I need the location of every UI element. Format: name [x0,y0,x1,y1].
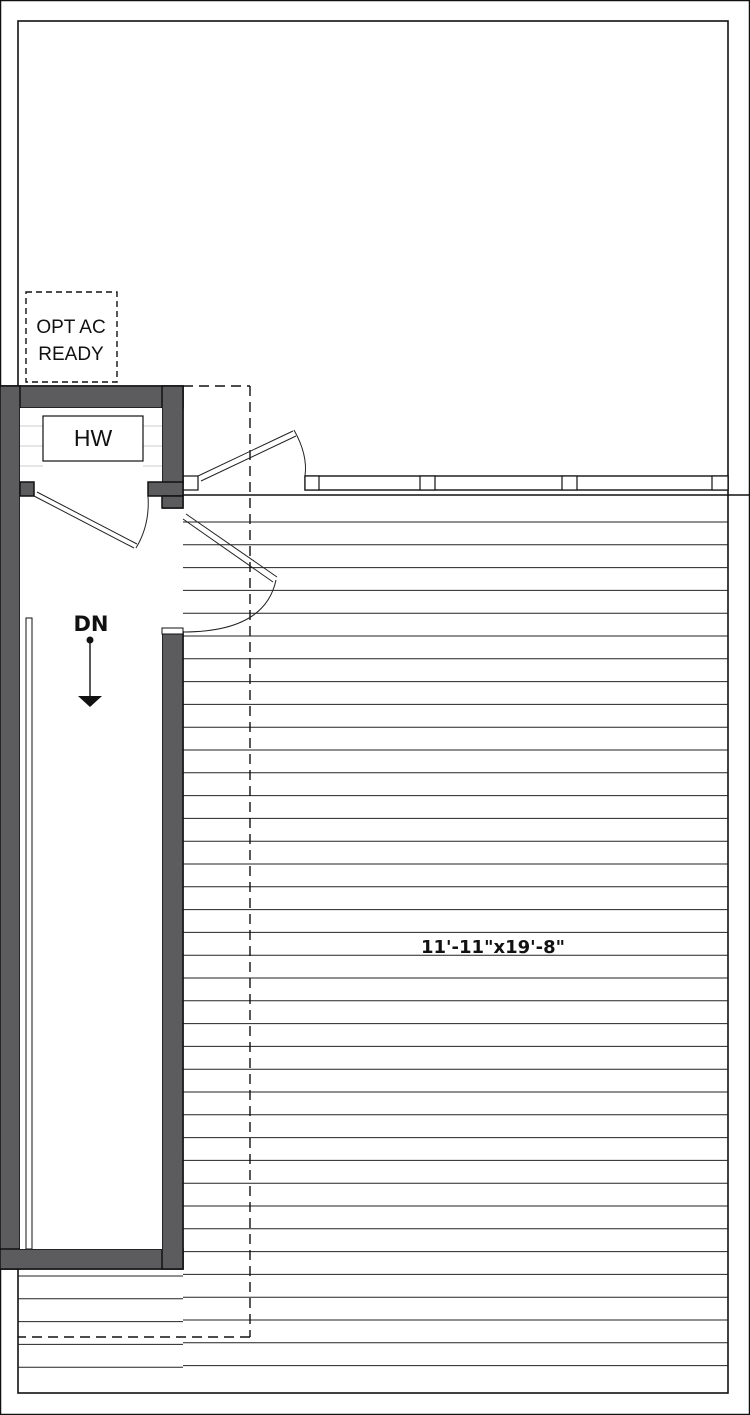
entry-door [182,513,278,633]
balcony-door [197,429,306,482]
wall-left [0,385,21,1270]
closet-shelf-lines [20,425,162,467]
opt-ac-label-line1: OPT AC [36,317,105,338]
wall-right-upper [161,385,184,484]
water-heater-box [42,415,144,462]
closet-stub-left [19,481,35,497]
water-heater-label: HW [74,425,113,451]
doorway-stub-lower [161,627,184,635]
doorway-stub [161,495,184,509]
dashed-overhang [18,385,251,1338]
door-jamb [182,475,199,491]
opt-ac-label-line2: READY [38,344,104,365]
stair-direction-label: DN [73,612,108,636]
deck-boards [18,521,728,1368]
stair-handrail [25,617,33,1250]
stair-interior [20,408,162,1249]
closet-door [33,491,149,549]
closet-stub-right [147,481,184,497]
room-dimensions-label: 11'-11"x19'-8" [421,937,565,958]
railing-strip [304,475,729,491]
opt-ac-box [25,291,118,383]
wall-bottom [0,1248,184,1270]
arrow-down-icon [78,636,102,707]
wall-right-lower [161,631,184,1270]
wall-top [0,385,184,409]
